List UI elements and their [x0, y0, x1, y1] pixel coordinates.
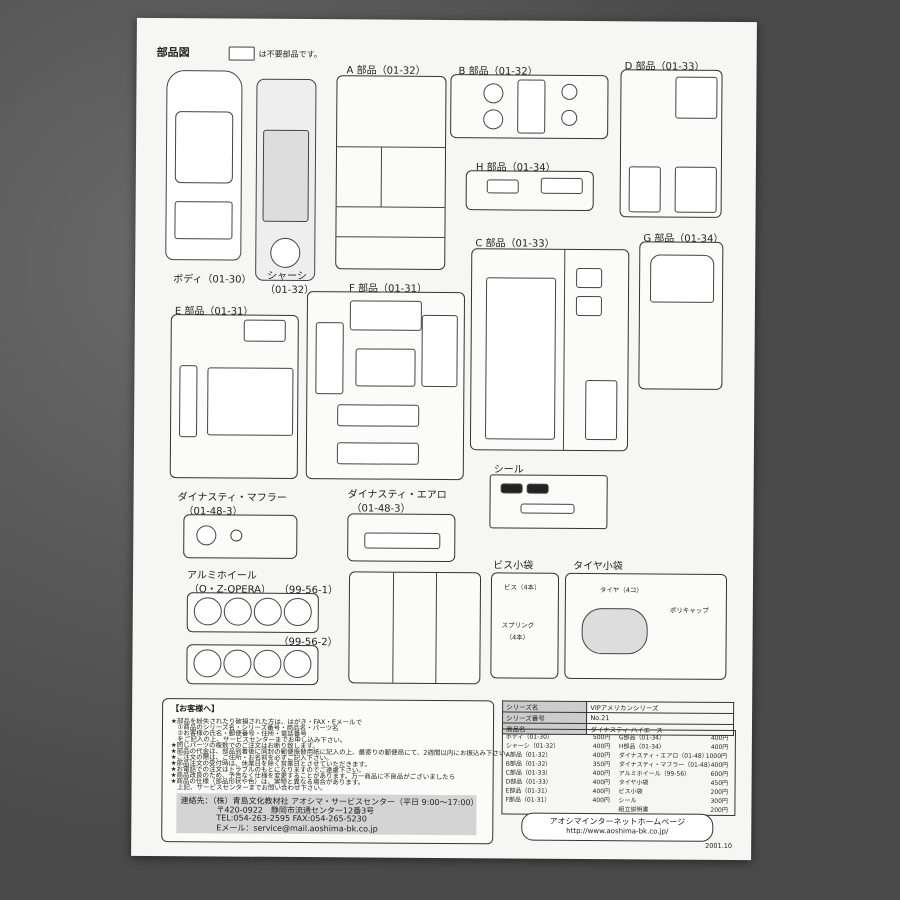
a-parts-runner: [335, 75, 447, 271]
homepage-url[interactable]: http://www.aoshima-bk.co.jp/: [566, 826, 669, 836]
price-item: F部品（01-31）: [505, 796, 551, 804]
price-value: 200円: [710, 788, 729, 796]
seal-sheet: [489, 474, 608, 530]
seal-label: シール: [493, 464, 524, 476]
customer-info-box: 【お客様へ】 ★部品を紛失されたり破損された方は、はがき・FAX・Eメールで ①…: [161, 698, 512, 845]
price-item: ボディ（01-30）: [505, 733, 553, 741]
price-value: 1000円: [705, 752, 728, 760]
price-item: E部品（01-31）: [505, 787, 551, 795]
h-parts-runner: [465, 170, 594, 212]
price-item: 組立説明書: [618, 806, 649, 814]
g-parts-runner: [638, 241, 724, 390]
price-value: 600円: [710, 770, 729, 778]
tire-text: タイヤ（4コ）: [599, 586, 643, 595]
wheel-runner-1: [186, 592, 319, 634]
aero-runner: [347, 513, 456, 563]
price-item: ビス小袋: [618, 788, 643, 796]
price-value: 400円: [592, 743, 611, 751]
price-item: H部品（01-34）: [618, 743, 665, 751]
body-part: [165, 70, 243, 261]
price-item: C部品（01-33）: [505, 769, 552, 777]
series-value: VIPアメリカンシリーズ: [586, 701, 734, 714]
chassis-label-a: シャーシ: [267, 270, 307, 283]
print-date: 2001.10: [705, 841, 733, 851]
series-label: シリーズ名: [502, 700, 587, 713]
f-parts-runner: [305, 291, 466, 481]
price-value: 400円: [710, 761, 729, 769]
price-item: B部品（01-32）: [505, 760, 552, 768]
body-label: ボディ（01-30）: [173, 274, 252, 286]
price-value: 400円: [592, 779, 611, 787]
tire-bag-label: タイヤ小袋: [573, 560, 623, 573]
price-item: A部品（01-32）: [505, 751, 552, 759]
price-item: シール: [618, 797, 637, 805]
price-value: 400円: [710, 734, 729, 742]
screw-text: ビス（4本）: [503, 583, 541, 592]
homepage-title: アオシマインターネットホームページ: [549, 816, 686, 827]
price-list: ボディ（01-30） 500円 シャーシ（01-32） 400円 A部品（01-32…: [501, 728, 736, 817]
aero-skirt-runner: [348, 571, 482, 685]
instruction-sheet: 部品図 は不要部品です。 ボディ（01-30） シャーシ （01-32） A 部…: [131, 17, 757, 861]
price-value: 400円: [592, 770, 611, 778]
unused-legend-swatch: [228, 46, 255, 61]
customer-line: 上記、サービスセンターまでお問い合わせ下さい。: [170, 783, 327, 793]
contact-email: Eメール：service@mail.aoshima-bk.co.jp: [216, 823, 378, 834]
price-value: 400円: [592, 752, 611, 760]
price-value: 300円: [710, 797, 728, 805]
price-value: 450円: [710, 779, 729, 787]
polycap-text: ポリキャップ: [669, 606, 709, 615]
spring-qty: （4本）: [505, 633, 530, 642]
homepage-box: アオシマインターネットホームページ http://www.aoshima-bk.…: [521, 812, 714, 842]
chassis-part: [255, 78, 317, 282]
price-value: 400円: [710, 743, 729, 751]
price-item: アルミホイール（99-56）: [618, 770, 691, 778]
contact-block: 連絡先：（株）青島文化教材社 アオシマ・サービスセンター（平日 9:00～17:…: [176, 793, 479, 836]
parts-map-title: 部品図: [156, 45, 190, 60]
price-value: 500円: [592, 734, 611, 742]
spring-text: スプリング: [501, 621, 535, 630]
price-item: D部品（01-33）: [505, 778, 552, 786]
price-value: 400円: [592, 797, 610, 805]
price-value: 200円: [710, 806, 728, 814]
price-item: G部品（01-34）: [618, 734, 666, 742]
legend-text: は不要部品です。: [258, 49, 322, 60]
c-parts-runner: [469, 248, 630, 452]
screw-bag-label: ビス小袋: [493, 560, 534, 572]
wheel-runner-2: [186, 644, 319, 686]
price-item: シャーシ（01-32）: [505, 742, 560, 750]
e-parts-runner: [169, 314, 299, 479]
muffler-runner: [183, 514, 298, 559]
customer-heading: 【お客様へ】: [171, 704, 220, 714]
d-parts-runner: [619, 69, 723, 218]
price-value: 400円: [592, 788, 611, 796]
b-parts-runner: [450, 74, 609, 140]
price-item: タイヤ小袋: [618, 779, 649, 787]
screw-bag: ビス（4本） スプリング （4本）: [490, 572, 560, 679]
price-value: 350円: [592, 761, 611, 769]
series-no-label: シリーズ番号: [502, 711, 587, 724]
tire-bag: タイヤ（4コ） ポリキャップ: [564, 572, 728, 680]
